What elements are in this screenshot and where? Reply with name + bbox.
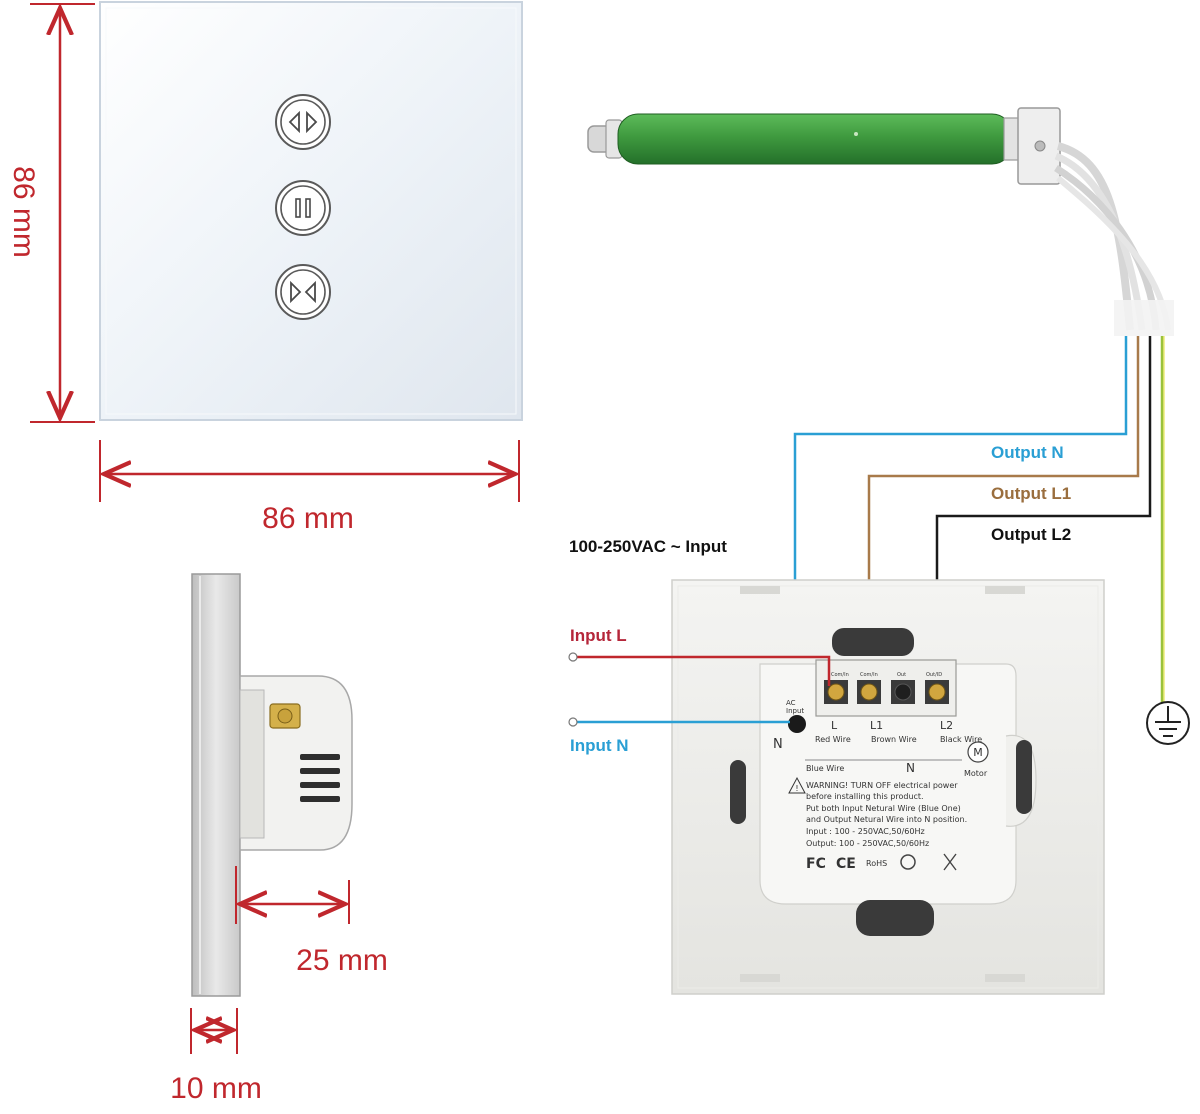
- side-view: [191, 573, 353, 997]
- height-label: 86 mm: [7, 166, 40, 258]
- n-center-label: N: [906, 761, 915, 775]
- terminal-l1: [857, 680, 881, 704]
- warning-line-3: Put both Input Netural Wire (Blue One): [806, 804, 961, 813]
- depth-label: 25 mm: [296, 944, 388, 977]
- recycle-icon: [900, 854, 916, 870]
- input-n-label: Input N: [570, 736, 629, 755]
- black-wire-label: Black Wire: [940, 735, 982, 744]
- motor-cable: [1054, 142, 1174, 336]
- n-left-label: N: [773, 737, 783, 752]
- warning-line-1: WARNING! TURN OFF electrical power: [806, 781, 958, 790]
- input-wires: [568, 652, 831, 727]
- plate-label: 10 mm: [170, 1072, 262, 1105]
- supply-label: 100-250VAC ~ Input: [569, 537, 727, 556]
- warning-triangle-icon: !: [788, 776, 806, 794]
- warning-line-6: Output: 100 - 250VAC,50/60Hz: [806, 839, 929, 848]
- input-label: Input: [786, 707, 804, 715]
- open-curtain-icon: [275, 94, 331, 150]
- wires: [793, 336, 1165, 722]
- red-wire-label: Red Wire: [815, 735, 851, 744]
- motor-symbol-letter: M: [973, 746, 983, 759]
- svg-text:!: !: [795, 784, 798, 793]
- terminal-top-2: Com/In: [860, 672, 878, 678]
- output-l1-label: Output L1: [991, 484, 1071, 503]
- output-n-label: Output N: [991, 443, 1064, 462]
- depth-dimension: 25 mm: [235, 866, 388, 977]
- cert-marks: FC CE RoHS: [806, 853, 957, 872]
- terminal-n: [788, 715, 806, 733]
- blue-wire-label: Blue Wire: [806, 764, 844, 773]
- width-label: 86 mm: [262, 502, 354, 535]
- ground-icon: [1146, 701, 1190, 745]
- fcc-mark: FC: [806, 856, 826, 872]
- wire-input-l: [575, 655, 831, 686]
- ce-mark: CE: [836, 856, 856, 872]
- width-dimension: 86 mm: [99, 440, 520, 535]
- warning-line-4: and Output Netural Wire into N position.: [806, 815, 967, 824]
- back-printed-labels: Com/In Com/In Out Out/ID AC Input N L L1…: [773, 672, 989, 872]
- terminal-top-4: Out/ID: [926, 672, 942, 678]
- terminal-top-1: Com/In: [831, 672, 849, 678]
- height-dimension: 86 mm: [7, 3, 95, 423]
- brown-wire-label: Brown Wire: [871, 735, 917, 744]
- output-l2-label: Output L2: [991, 525, 1071, 544]
- warning-line-2: before installing this product.: [806, 792, 924, 801]
- input-l-label: Input L: [570, 626, 627, 645]
- terminal-l: [824, 680, 848, 704]
- weee-icon: [943, 853, 957, 871]
- front-panel: [99, 1, 523, 421]
- terminal-top-3: Out: [897, 672, 906, 678]
- vent-slots: [300, 754, 340, 802]
- tubular-motor: [587, 107, 1061, 185]
- pause-icon: [275, 180, 331, 236]
- terminal-l2: [925, 680, 949, 704]
- terminal-screw: [269, 703, 301, 729]
- warning-line-5: Input : 100 - 250VAC,50/60Hz: [806, 827, 925, 836]
- wire-output-n: [793, 336, 1128, 722]
- motor-symbol-icon: M: [967, 741, 989, 763]
- switch-back: [671, 579, 1105, 995]
- l1-label: L1: [870, 719, 883, 732]
- l2-label: L2: [940, 719, 953, 732]
- ac-label: AC: [786, 699, 796, 707]
- terminal-unused: [891, 680, 915, 704]
- rohs-mark: RoHS: [866, 859, 887, 868]
- close-curtain-icon: [275, 264, 331, 320]
- l-label: L: [831, 719, 838, 732]
- plate-dimension: 10 mm: [170, 1008, 262, 1105]
- motor-label: Motor: [964, 769, 988, 778]
